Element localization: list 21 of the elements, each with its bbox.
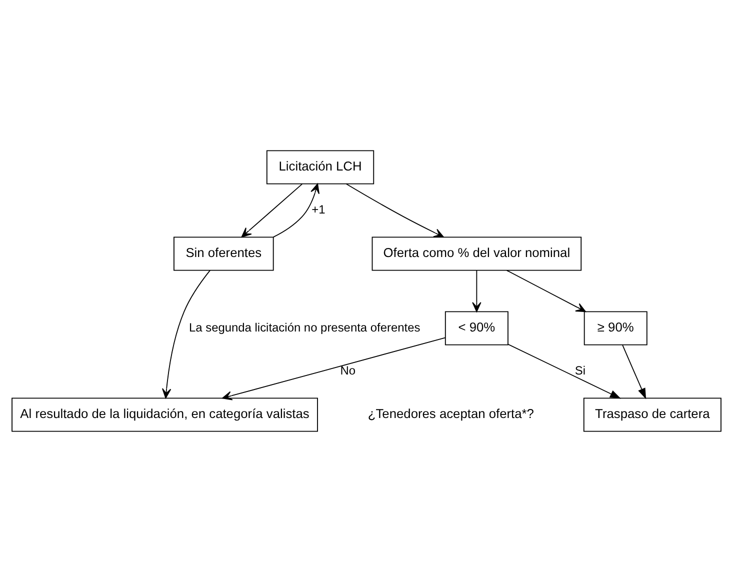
edge-label: La segunda licitación no presenta oferentes — [188, 320, 420, 334]
arrow — [508, 344, 622, 399]
arrow — [162, 270, 211, 398]
arrow — [622, 344, 646, 400]
node-box: Sin oferentes — [174, 236, 274, 271]
arrow — [472, 270, 482, 312]
arrow — [222, 337, 446, 400]
arrow — [241, 184, 303, 238]
node-box: < 90% — [444, 311, 508, 346]
node-box: Licitación LCH — [266, 150, 374, 184]
arrow — [506, 270, 586, 312]
arrow — [272, 183, 320, 238]
edge-label: +1 — [312, 202, 326, 217]
edge-label: No — [340, 364, 356, 378]
node-box: Traspaso de cartera — [583, 398, 722, 432]
edge-label: Si — [574, 364, 586, 378]
node-box: Oferta como % del valor nominal — [372, 236, 582, 271]
node-box: ≥ 90% — [584, 311, 648, 346]
node-box: Al resultado de la liquidación, en categoría valistas — [12, 398, 318, 432]
label: ¿Tenedores aceptan oferta*? — [368, 406, 534, 422]
arrow — [346, 184, 444, 238]
